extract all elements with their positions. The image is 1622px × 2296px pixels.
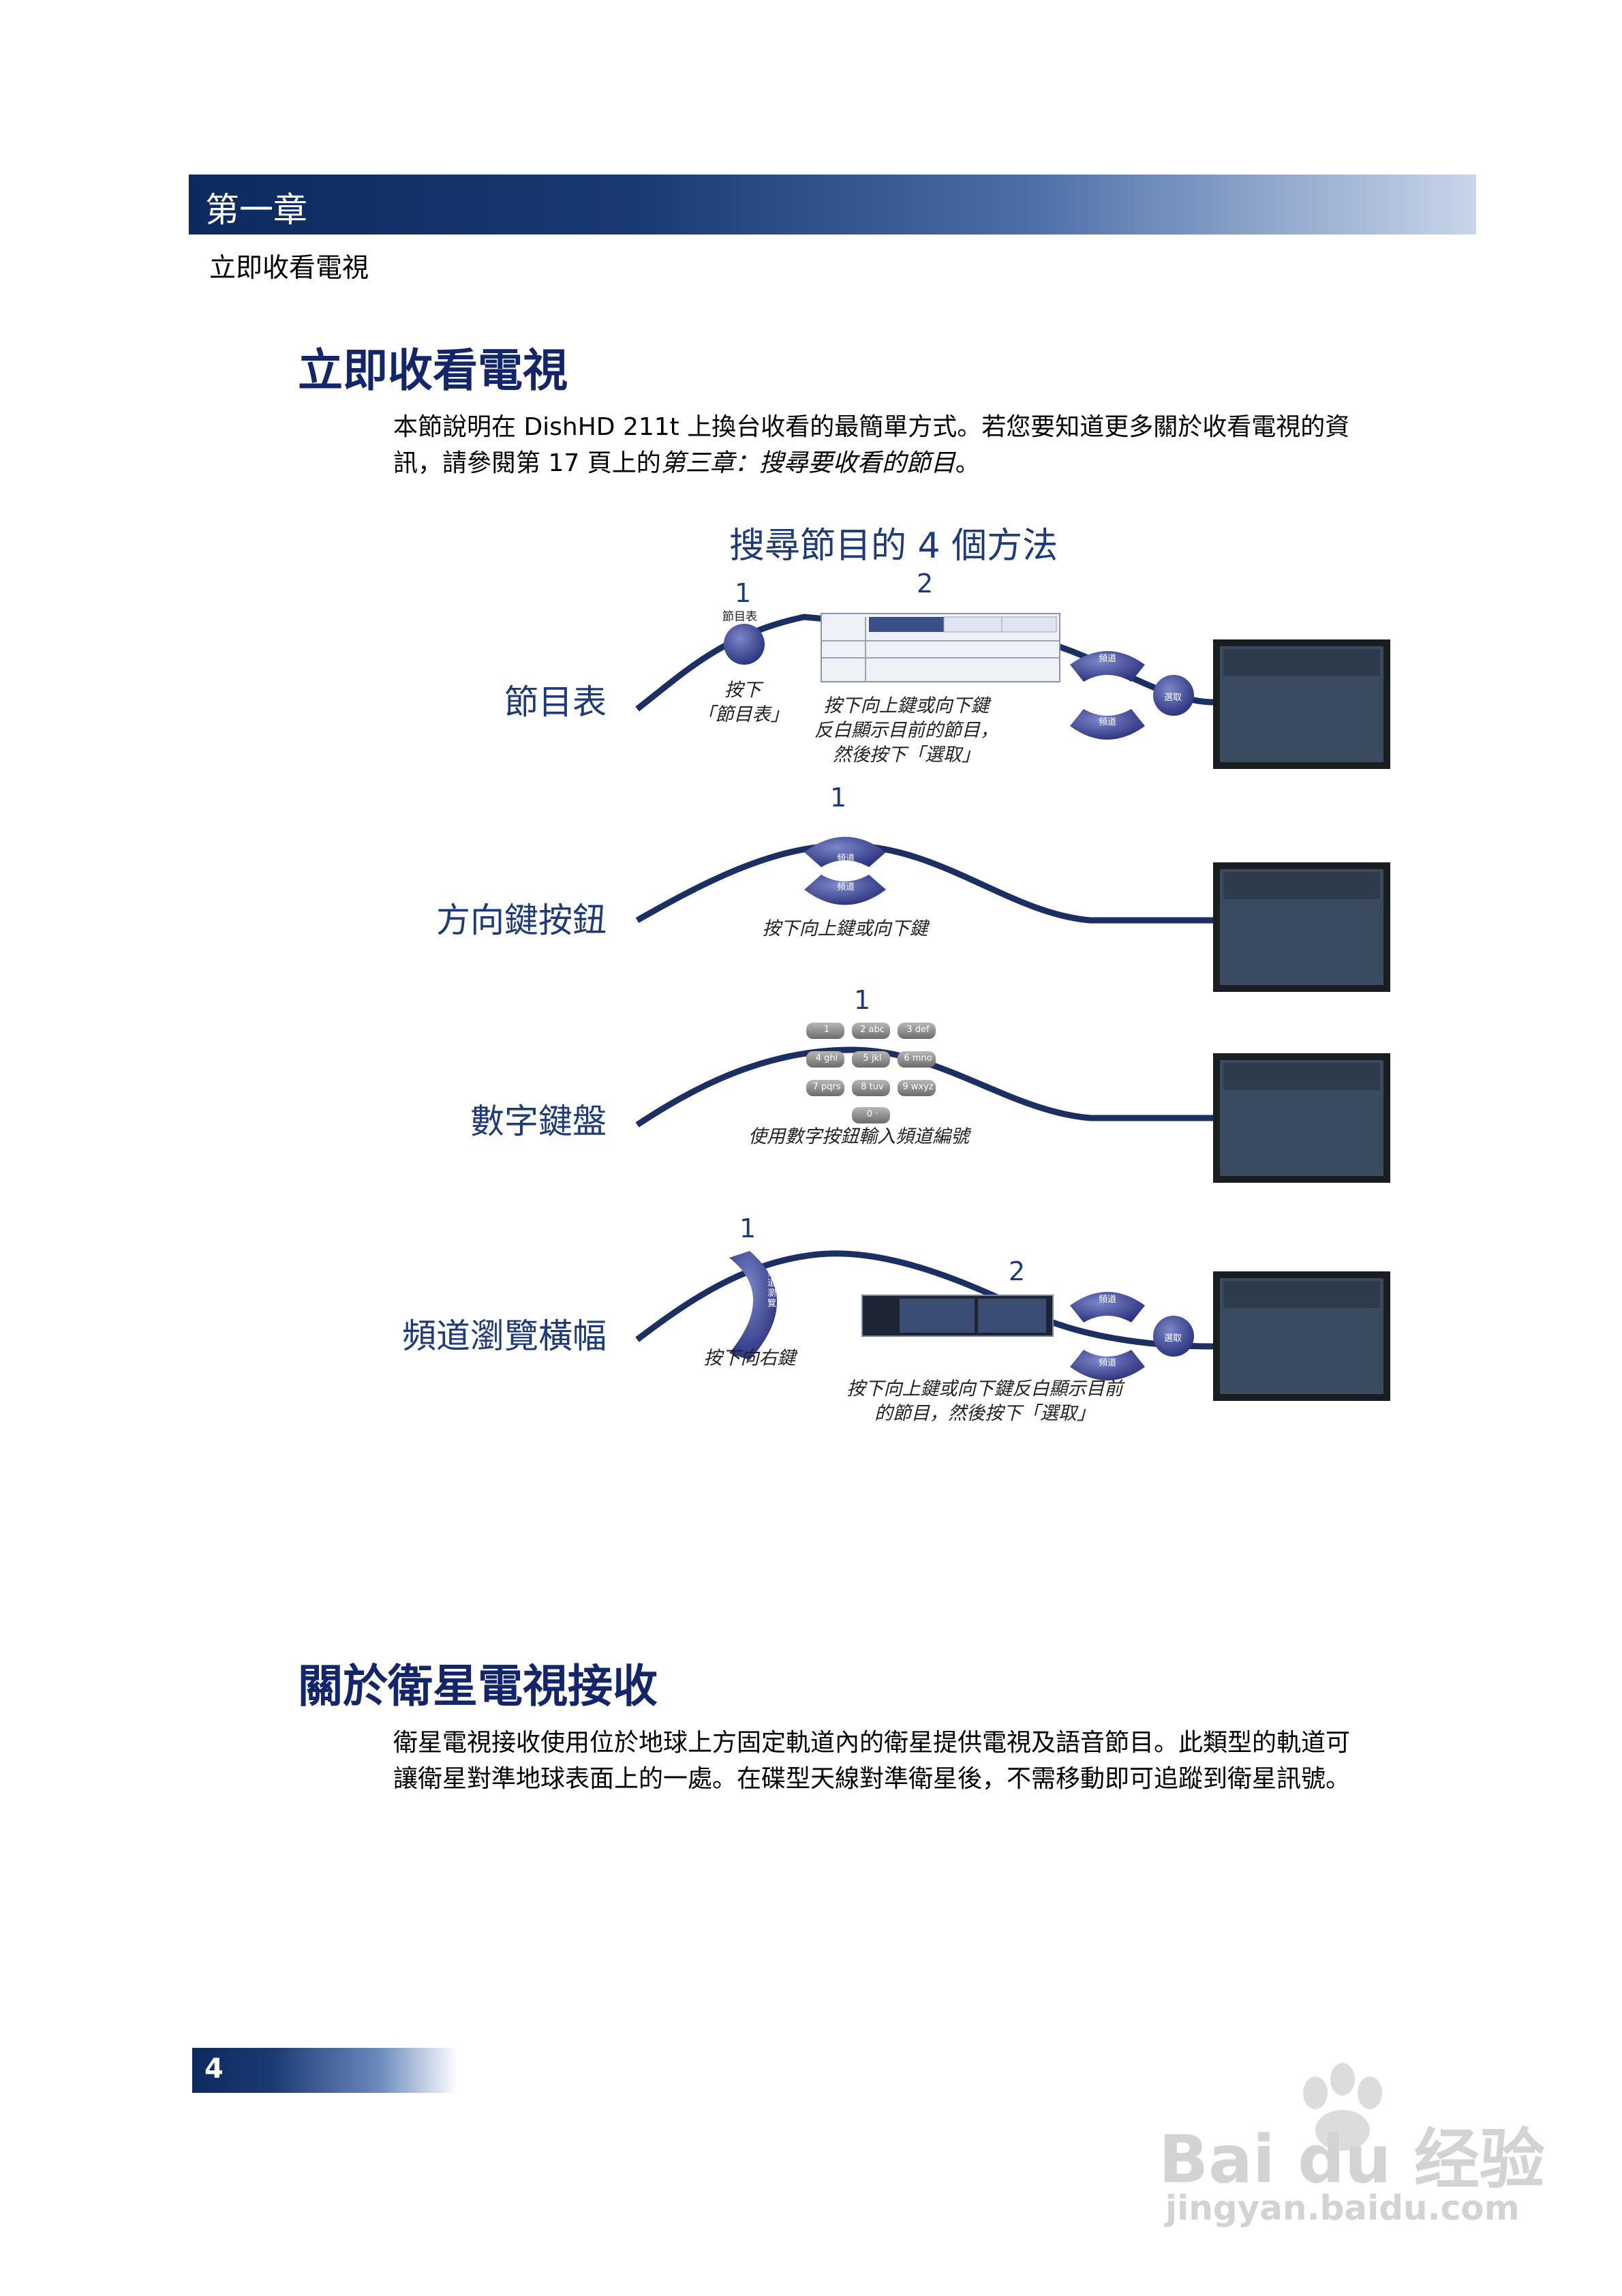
row2-channel-down-label: 頻道 xyxy=(837,882,855,892)
key-3: 3 def xyxy=(906,1025,930,1035)
chapter-header-band: 第一章 xyxy=(189,175,1476,235)
row4-curve xyxy=(635,1250,1214,1350)
row2-channel-up-label: 頻道 xyxy=(837,854,855,864)
row3-step-1: 1 xyxy=(854,985,871,1015)
intro-paragraph: 本節說明在 DishHD 211t 上換台收看的最簡單方式。若您要知道更多關於收… xyxy=(393,409,1470,481)
row-label-guide: 節目表 xyxy=(504,682,607,722)
row2-curve xyxy=(635,842,1213,924)
row4-channel-up-label: 頻道 xyxy=(1099,1295,1117,1305)
diagram-title: 搜尋節目的 4 個方法 xyxy=(729,526,1058,567)
row4-browse-label: 頻道瀏覽 xyxy=(767,1268,777,1309)
key-7: 7 pqrs xyxy=(812,1082,841,1092)
guide-button-label: 節目表 xyxy=(722,610,757,624)
satellite-line-2: 讓衛星對準地球表面上的一處。在碟型天線對準衛星後，不需移動即可追蹤到衛星訊號。 xyxy=(393,1765,1351,1793)
key-9: 9 wxyz xyxy=(902,1082,934,1092)
row1-caption-1: 按下 「節目表」 xyxy=(697,680,789,725)
row3-caption: 使用數字按鈕輸入頻道編號 xyxy=(748,1126,969,1147)
row1-step-2: 2 xyxy=(917,569,934,599)
intro-line-1: 本節說明在 DishHD 211t 上換台收看的最簡單方式。若您要知道更多關於收… xyxy=(393,413,1350,441)
key-4: 4 ghi xyxy=(815,1053,838,1063)
row1-channel-up-label: 頻道 xyxy=(1099,654,1117,664)
row-label-channel-banner: 頻道瀏覽橫幅 xyxy=(402,1316,607,1356)
channel-banner-thumbnail xyxy=(861,1295,1054,1337)
row2-dpad-icon xyxy=(804,836,886,905)
page-number-band: 4 xyxy=(192,2048,458,2093)
row1-step-1: 1 xyxy=(735,578,752,608)
row1-caption-2: 按下向上鍵或向下鍵 反白顯示目前的節目， 然後按下「選取」 xyxy=(814,695,998,766)
key-1: 1 xyxy=(823,1025,830,1035)
page-number: 4 xyxy=(204,2053,224,2085)
section-title-satellite: 關於衛星電視接收 xyxy=(298,1660,658,1712)
row2-step-1: 1 xyxy=(830,783,847,813)
intro-line-2: 訊，請參閱第 17 頁上的第三章：搜尋要收看的節目。 xyxy=(393,449,980,477)
satellite-paragraph: 衛星電視接收使用位於地球上方固定軌道內的衛星提供電視及語音節目。此類型的軌道可 … xyxy=(393,1725,1470,1797)
row1-tv-screen xyxy=(1213,639,1390,769)
key-2: 2 abc xyxy=(860,1025,885,1035)
row4-right-arrow-icon xyxy=(729,1251,777,1360)
row3-keypad-icon xyxy=(806,1023,936,1123)
row3-tv-screen xyxy=(1213,1053,1390,1183)
row-label-arrow-keys: 方向鍵按鈕 xyxy=(436,901,607,940)
row4-step-1: 1 xyxy=(739,1213,756,1243)
guide-button-icon xyxy=(724,624,765,665)
section-title-watch-tv: 立即收看電視 xyxy=(298,344,568,397)
key-5: 5 jkl xyxy=(863,1053,882,1063)
row4-tv-screen xyxy=(1213,1271,1390,1401)
baidu-paw-logo xyxy=(1303,2063,1382,2151)
chapter-label: 第一章 xyxy=(205,190,307,230)
row1-select-label: 選取 xyxy=(1164,693,1182,703)
row4-dpad-icon xyxy=(1070,1292,1194,1380)
row-label-number-keypad: 數字鍵盤 xyxy=(470,1102,607,1141)
row2-caption: 按下向上鍵或向下鍵 xyxy=(762,918,928,939)
key-8: 8 tuv xyxy=(861,1082,884,1092)
row4-step-2: 2 xyxy=(1009,1256,1026,1286)
key-6: 6 mno xyxy=(904,1053,932,1063)
row4-select-label: 選取 xyxy=(1164,1333,1182,1344)
chapter-reference-link[interactable]: 第三章：搜尋要收看的節目 xyxy=(660,449,955,477)
methods-diagram xyxy=(635,613,1390,1401)
row1-dpad-icon xyxy=(1070,651,1194,740)
row1-channel-down-label: 頻道 xyxy=(1099,717,1117,727)
program-guide-thumbnail xyxy=(821,613,1060,682)
row3-curve xyxy=(635,1046,1213,1128)
watermark-url: jingyan.baidu.com xyxy=(1165,2188,1520,2228)
watermark-logo-text: Bai du 经验 xyxy=(1159,2121,1545,2198)
row4-caption-2: 按下向上鍵或向下鍵反白顯示目前 的節目，然後按下「選取」 xyxy=(846,1378,1123,1424)
row4-channel-down-label: 頻道 xyxy=(1099,1358,1117,1368)
satellite-line-1: 衛星電視接收使用位於地球上方固定軌道內的衛星提供電視及語音節目。此類型的軌道可 xyxy=(393,1729,1351,1757)
row2-tv-screen xyxy=(1213,862,1390,992)
row4-caption-1: 按下向右鍵 xyxy=(703,1348,796,1369)
key-0: 0 · xyxy=(866,1109,878,1119)
section-subheader: 立即收看電視 xyxy=(209,253,369,284)
